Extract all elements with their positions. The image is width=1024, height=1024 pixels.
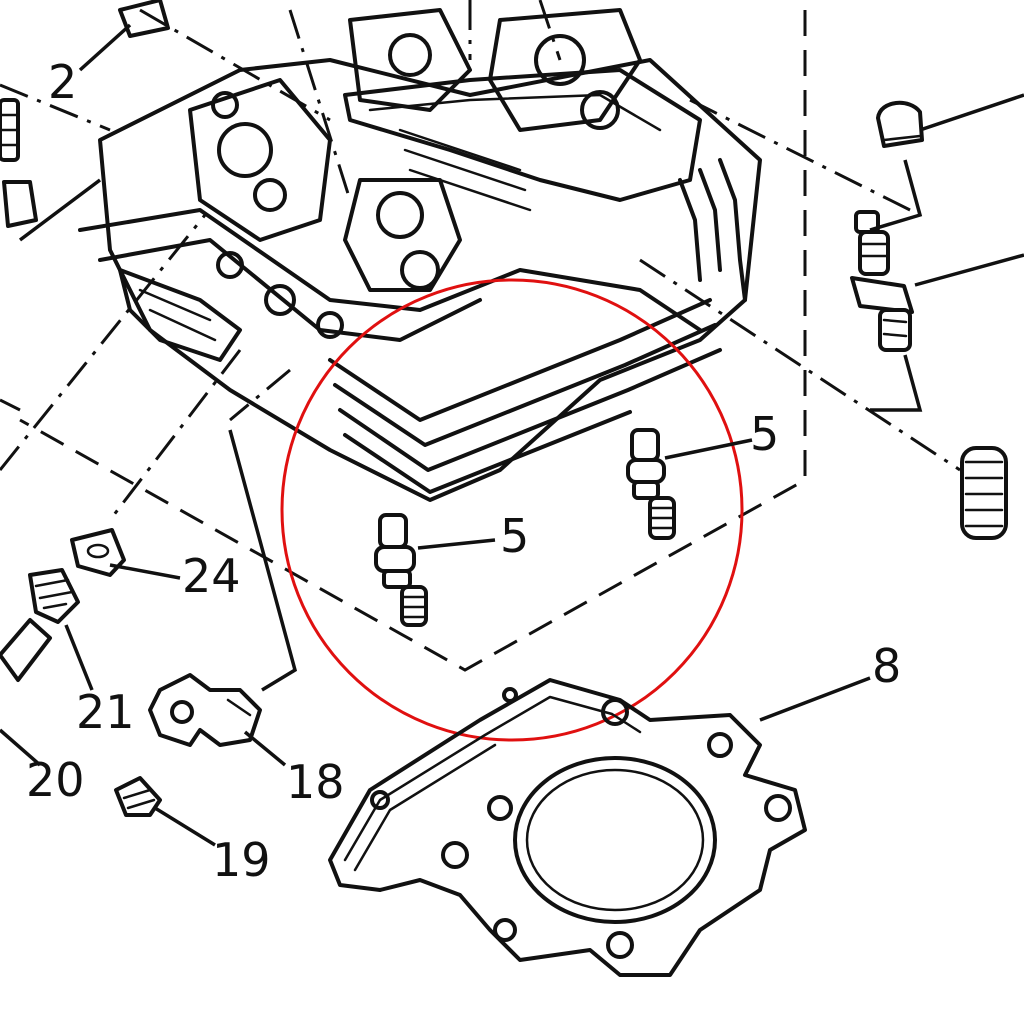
callout-20: 20 bbox=[26, 753, 85, 807]
callout-21: 21 bbox=[76, 685, 135, 739]
dashed-boundary bbox=[19, 10, 807, 672]
head-gasket-icon bbox=[328, 678, 807, 977]
screw-19-icon bbox=[114, 776, 162, 817]
stud-right-icon bbox=[626, 428, 676, 540]
pin-20-icon bbox=[0, 618, 52, 682]
callout-18: 18 bbox=[286, 755, 345, 809]
rubber-cap-icon bbox=[876, 100, 924, 148]
cylinder-head-assembly bbox=[78, 0, 762, 502]
highlight-circle bbox=[280, 278, 744, 742]
callout-8: 8 bbox=[872, 639, 901, 693]
callout-5-right: 5 bbox=[750, 407, 779, 461]
callout-24: 24 bbox=[182, 549, 241, 603]
right-bracket-lines bbox=[869, 93, 1024, 412]
spacer-24-icon bbox=[70, 528, 126, 577]
callout-2: 2 bbox=[48, 55, 77, 109]
spark-plug-icon bbox=[850, 210, 914, 352]
leader-lines bbox=[0, 23, 871, 847]
callout-19: 19 bbox=[212, 833, 271, 887]
cap-nut-icon bbox=[960, 446, 1008, 540]
alignment-lines bbox=[0, 0, 961, 521]
spring-21-icon bbox=[28, 568, 80, 624]
stud-center-icon bbox=[374, 513, 428, 627]
bracket-18-icon bbox=[148, 673, 262, 747]
callout-labels: 2 5 5 8 24 21 20 18 19 bbox=[26, 55, 901, 887]
callout-5-center: 5 bbox=[500, 509, 529, 563]
left-side-parts bbox=[0, 98, 38, 228]
